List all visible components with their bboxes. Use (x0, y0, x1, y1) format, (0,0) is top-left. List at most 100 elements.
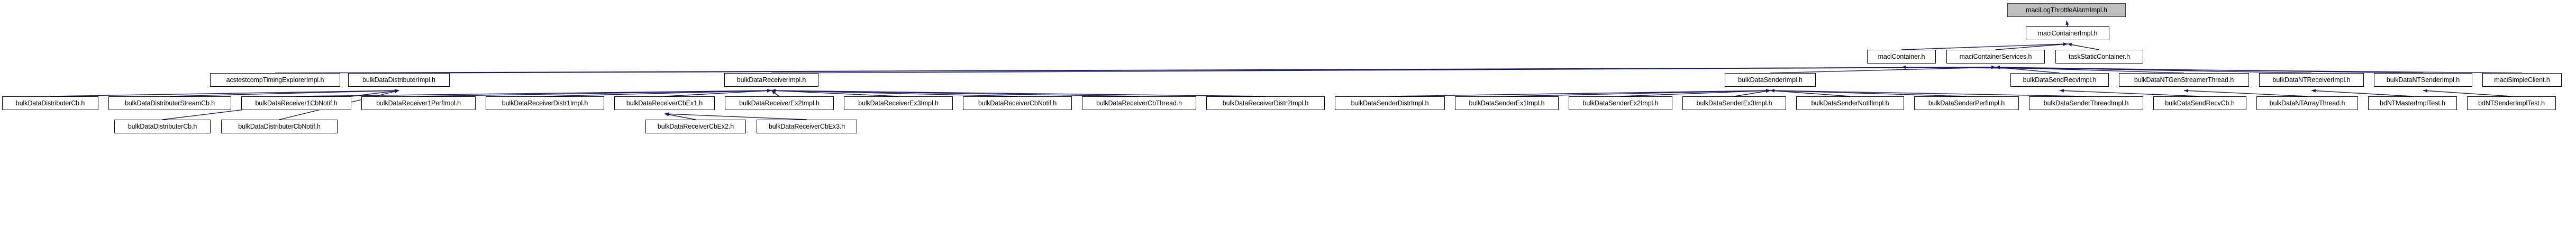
graph-edge (1620, 89, 1771, 97)
graph-node-label: maciSimpleClient.h (2494, 76, 2550, 84)
graph-edge (771, 88, 1018, 97)
graph-node-label: bulkDataNTArrayThread.h (2269, 99, 2345, 107)
graph-node-bdNTSenderImplTest-h[interactable]: bdNTSenderImplTest.h (2467, 96, 2556, 110)
graph-node-bulkDataReceiverCbThread-h[interactable]: bulkDataReceiverCbThread.h (1082, 96, 1196, 110)
graph-edge (1770, 89, 1967, 97)
graph-edge (771, 88, 1140, 97)
graph-node-label: bulkDataReceiverDistr2Impl.h (1222, 99, 1309, 107)
graph-edge (398, 65, 1996, 74)
graph-node-bulkDataNTSenderImpl-h[interactable]: bulkDataNTSenderImpl.h (2374, 73, 2472, 87)
graph-node-bulkDataSenderEx3Impl-h[interactable]: bulkDataSenderEx3Impl.h (1682, 96, 1786, 110)
graph-node-bulkDataSenderPerfImpl-h[interactable]: bulkDataSenderPerfImpl.h (1914, 96, 2019, 110)
graph-edge (418, 88, 772, 97)
graph-node-maciContainer-h[interactable]: maciContainer.h (1867, 50, 1936, 64)
graph-node-taskStaticContainer-h[interactable]: taskStaticContainer.h (2055, 50, 2143, 64)
graph-node-label: bulkDataReceiverImpl.h (736, 76, 806, 84)
graph-edge (50, 88, 399, 97)
graph-node-bulkDataDistributerCbNotif-h[interactable]: bulkDataDistributerCbNotif.h (221, 120, 338, 133)
graph-node-label: bulkDataNTReceiverImpl.h (2272, 76, 2351, 84)
graph-node-bulkDataReceiverCbNotif-h[interactable]: bulkDataReceiverCbNotif.h (963, 96, 1072, 110)
graph-node-bulkDataNTReceiverImpl-h[interactable]: bulkDataNTReceiverImpl.h (2259, 73, 2364, 87)
graph-node-label: bulkDataDistributerStreamCb.h (124, 99, 215, 107)
graph-node-label: bulkDataSenderDistrImpl.h (1351, 99, 1429, 107)
graph-node-label: maciLogThrottleAlarmImpl.h (2026, 6, 2107, 14)
graph-node-bulkDataSendRecvImpl-h[interactable]: bulkDataSendRecvImpl.h (2010, 73, 2109, 87)
graph-node-label: bulkDataDistributerCbNotif.h (238, 122, 321, 130)
graph-edge (664, 112, 807, 120)
graph-node-bulkDataReceiverCbEx1-h[interactable]: bulkDataReceiverCbEx1.h (614, 96, 715, 110)
graph-edge (1995, 42, 2068, 50)
graph-node-bulkDataReceiverDistr1Impl-h[interactable]: bulkDataReceiverDistr1Impl.h (486, 96, 604, 110)
graph-node-bulkDataReceiver1PerfImpl-h[interactable]: bulkDataReceiver1PerfImpl.h (361, 96, 476, 110)
graph-edge (2059, 89, 2200, 97)
graph-node-bulkDataReceiverDistr2Impl-h[interactable]: bulkDataReceiverDistr2Impl.h (1206, 96, 1325, 110)
graph-node-label: bulkDataSenderImpl.h (1738, 76, 1803, 84)
graph-node-maciLogThrottleAlarmImpl-h[interactable]: maciLogThrottleAlarmImpl.h (2007, 3, 2126, 17)
graph-node-bulkDataReceiver1CbNotif-h[interactable]: bulkDataReceiver1CbNotif.h (241, 96, 351, 110)
graph-node-label: taskStaticContainer.h (2068, 52, 2131, 60)
graph-node-bulkDataSendRecvCb-h[interactable]: bulkDataSendRecvCb.h (2153, 96, 2246, 110)
graph-node-bulkDataSenderThreadImpl-h[interactable]: bulkDataSenderThreadImpl.h (2029, 96, 2143, 110)
graph-edge (1389, 88, 1771, 97)
graph-node-bulkDataDistributerCb-h[interactable]: bulkDataDistributerCb.h (114, 120, 211, 133)
graph-node-label: bulkDataReceiverEx2Impl.h (739, 99, 820, 107)
graph-node-label: bulkDataNTGenStreamerThread.h (2134, 76, 2234, 84)
graph-node-label: maciContainerImpl.h (2037, 29, 2098, 37)
graph-edge (664, 89, 772, 97)
graph-node-bulkDataReceiverCbEx2-h[interactable]: bulkDataReceiverCbEx2.h (645, 120, 746, 133)
graph-node-bulkDataReceiverEx2Impl-h[interactable]: bulkDataReceiverEx2Impl.h (725, 96, 834, 110)
graph-node-maciContainerImpl-h[interactable]: maciContainerImpl.h (2026, 26, 2109, 40)
graph-edge (1995, 66, 2060, 74)
graph-node-label: acstestcompTimingExplorerImpl.h (226, 76, 324, 84)
graph-edge (275, 65, 1996, 74)
graph-edge (2423, 89, 2512, 97)
graph-node-bulkDataSenderDistrImpl-h[interactable]: bulkDataSenderDistrImpl.h (1335, 96, 1445, 110)
graph-node-bulkDataReceiverCbEx3-h[interactable]: bulkDataReceiverCbEx3.h (757, 120, 857, 133)
graph-node-maciContainerServices-h[interactable]: maciContainerServices.h (1946, 50, 2045, 64)
graph-edge (1506, 88, 1771, 97)
graph-node-bulkDataSenderEx2Impl-h[interactable]: bulkDataSenderEx2Impl.h (1569, 96, 1672, 110)
graph-edge (1995, 65, 2312, 74)
graph-edge (1901, 65, 2523, 74)
graph-edge (2065, 20, 2069, 27)
graph-node-label: bulkDataDistributerImpl.h (362, 76, 435, 84)
graph-edge (1734, 89, 1771, 97)
graph-node-label: bulkDataReceiverCbEx2.h (657, 122, 734, 130)
graph-node-label: bulkDataDistributerCb.h (128, 122, 197, 130)
graph-node-bulkDataDistributerImpl-h[interactable]: bulkDataDistributerImpl.h (348, 73, 450, 87)
graph-edge (169, 89, 399, 97)
graph-node-label: bulkDataSenderEx2Impl.h (1582, 99, 1659, 107)
graph-node-acstestcompTimingExplorerImpl-h[interactable]: acstestcompTimingExplorerImpl.h (210, 73, 340, 87)
graph-node-label: bulkDataDistributerCb.h (15, 99, 85, 107)
graph-node-label: bdNTSenderImplTest.h (2478, 99, 2545, 107)
graph-node-bulkDataSenderImpl-h[interactable]: bulkDataSenderImpl.h (1725, 73, 1816, 87)
graph-node-bdNTMasterImplTest-h[interactable]: bdNTMasterImplTest.h (2368, 96, 2457, 110)
graph-node-label: bdNTMasterImplTest.h (2380, 99, 2445, 107)
graph-node-label: bulkDataReceiverEx3Impl.h (858, 99, 939, 107)
graph-node-bulkDataReceiverImpl-h[interactable]: bulkDataReceiverImpl.h (724, 73, 818, 87)
graph-edge (771, 90, 780, 97)
graph-node-bulkDataSenderNotifImpl-h[interactable]: bulkDataSenderNotifImpl.h (1796, 96, 1904, 110)
graph-node-bulkDataReceiverEx3Impl-h[interactable]: bulkDataReceiverEx3Impl.h (844, 96, 953, 110)
graph-node-bulkDataDistributerCb-h[interactable]: bulkDataDistributerCb.h (2, 96, 98, 110)
graph-node-label: bulkDataReceiver1CbNotif.h (255, 99, 338, 107)
graph-edge (771, 88, 1266, 97)
graph-edge (1770, 88, 2087, 97)
graph-node-label: bulkDataReceiverCbEx1.h (626, 99, 703, 107)
graph-node-bulkDataNTArrayThread-h[interactable]: bulkDataNTArrayThread.h (2256, 96, 2358, 110)
graph-node-bulkDataDistributerStreamCb-h[interactable]: bulkDataDistributerStreamCb.h (108, 96, 231, 110)
graph-node-label: bulkDataSenderEx3Impl.h (1696, 99, 1772, 107)
graph-node-bulkDataSenderEx1Impl-h[interactable]: bulkDataSenderEx1Impl.h (1455, 96, 1559, 110)
graph-node-label: bulkDataSenderEx1Impl.h (1469, 99, 1545, 107)
graph-node-label: bulkDataReceiverDistr1Impl.h (502, 99, 588, 107)
graph-node-bulkDataNTGenStreamerThread-h[interactable]: bulkDataNTGenStreamerThread.h (2119, 73, 2249, 87)
graph-edge (771, 89, 899, 97)
graph-edge (1770, 89, 1851, 97)
graph-node-label: bulkDataSenderNotifImpl.h (1811, 99, 1889, 107)
graph-edge (1901, 42, 2068, 50)
graph-edge (664, 113, 696, 120)
graph-node-label: maciContainerServices.h (1959, 52, 2032, 60)
graph-node-label: bulkDataReceiverCbNotif.h (978, 99, 1057, 107)
graph-node-maciSimpleClient-h[interactable]: maciSimpleClient.h (2482, 73, 2562, 87)
